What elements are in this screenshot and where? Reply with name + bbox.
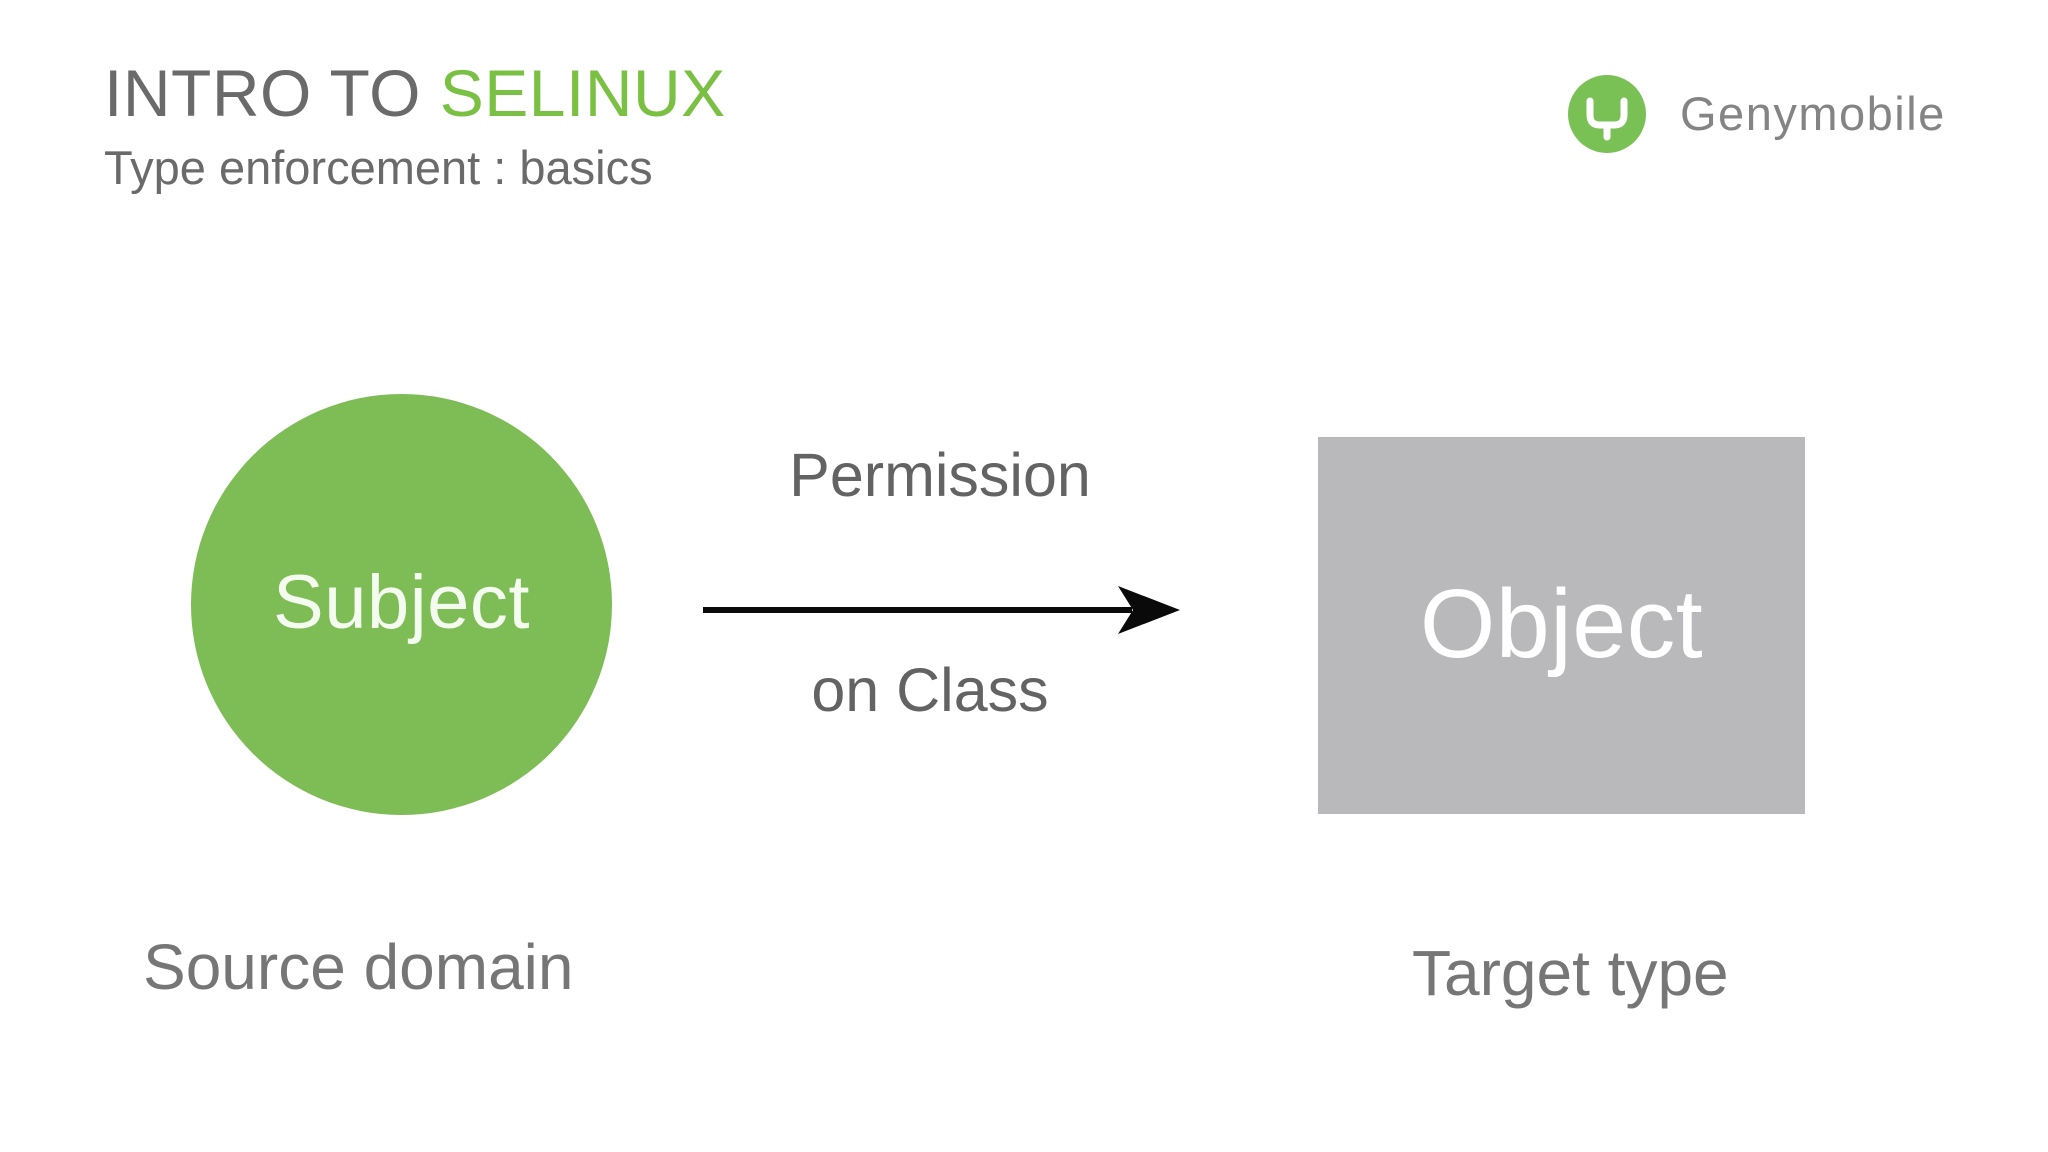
genymobile-goblet-icon [1568, 75, 1646, 153]
page-subtitle: Type enforcement : basics [104, 141, 653, 194]
page-title-main: INTRO TO [104, 56, 440, 130]
title-block: INTRO TO SELINUX Type enforcement : basi… [104, 54, 726, 196]
slide-header: INTRO TO SELINUX Type enforcement : basi… [0, 0, 2048, 230]
edge-label-on-class: on Class [811, 656, 1049, 724]
subject-caption: Source domain [143, 931, 574, 1003]
subject-node-label: Subject [273, 559, 530, 645]
brand-name: Genymobile [1680, 87, 1946, 140]
page-title-accent: SELINUX [439, 56, 726, 130]
object-node-label: Object [1419, 568, 1704, 678]
edge-label-permission: Permission [789, 441, 1091, 509]
object-caption: Target type [1412, 937, 1729, 1009]
brand-logo: Genymobile [1568, 75, 1946, 153]
permission-arrow [700, 560, 1190, 660]
arrow-right-icon [703, 586, 1180, 634]
page-title: INTRO TO SELINUX [104, 54, 726, 132]
object-node: Object [1318, 437, 1805, 814]
subject-node: Subject [191, 394, 612, 815]
